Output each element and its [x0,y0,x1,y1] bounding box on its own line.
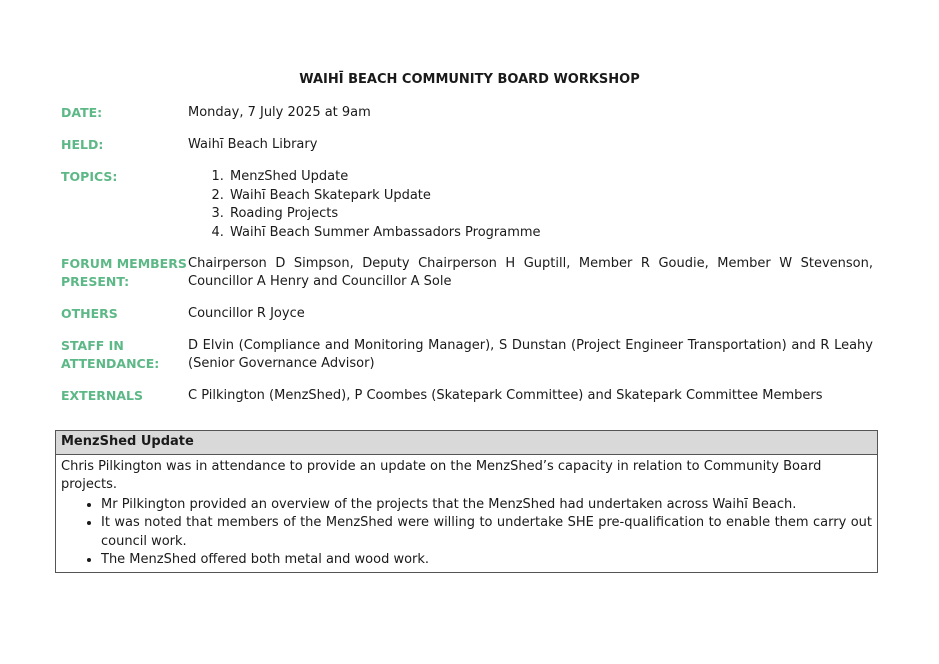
held-row: HELD: Waihī Beach Library [61,136,873,154]
list-item: Mr Pilkington provided an overview of th… [101,496,872,515]
staff-label: STAFF IN ATTENDANCE: [61,338,160,371]
others-value: Councillor R Joyce [188,306,305,321]
topic-item: Waihī Beach Skatepark Update [228,187,873,206]
date-label: DATE: [61,105,103,120]
topics-list: MenzShed Update Waihī Beach Skatepark Up… [188,168,873,242]
list-item: The MenzShed offered both metal and wood… [101,551,872,570]
topic-item: Roading Projects [228,205,873,224]
held-label: HELD: [61,137,104,152]
externals-label: EXTERNALS [61,388,143,403]
section-body: Chris Pilkington was in attendance to pr… [56,455,877,572]
others-label: OTHERS [61,306,118,321]
section-intro: Chris Pilkington was in attendance to pr… [61,458,822,493]
section-heading: MenzShed Update [56,431,877,455]
held-value: Waihī Beach Library [188,137,318,152]
forum-members-label: FORUM MEMBERS PRESENT: [61,256,187,289]
topics-row: TOPICS: MenzShed Update Waihī Beach Skat… [61,168,873,242]
forum-members-value: Chairperson D Simpson, Deputy Chairperso… [188,256,873,289]
document-title: WAIHĪ BEACH COMMUNITY BOARD WORKSHOP [299,72,640,87]
externals-value: C Pilkington (MenzShed), P Coombes (Skat… [188,388,823,403]
section-bullets: Mr Pilkington provided an overview of th… [61,496,872,570]
menzshed-section: MenzShed Update Chris Pilkington was in … [55,430,878,573]
topic-item: Waihī Beach Summer Ambassadors Programme [228,224,873,243]
externals-row: EXTERNALS C Pilkington (MenzShed), P Coo… [61,387,873,405]
list-item: It was noted that members of the MenzShe… [101,514,872,551]
forum-members-row: FORUM MEMBERS PRESENT: Chairperson D Sim… [61,255,873,291]
staff-value: D Elvin (Compliance and Monitoring Manag… [188,338,873,371]
topics-value: MenzShed Update Waihī Beach Skatepark Up… [188,168,873,242]
others-row: OTHERS Councillor R Joyce [61,305,873,323]
topic-item: MenzShed Update [228,168,873,187]
date-row: DATE: Monday, 7 July 2025 at 9am [61,104,873,122]
date-value: Monday, 7 July 2025 at 9am [188,105,371,120]
staff-row: STAFF IN ATTENDANCE: D Elvin (Compliance… [61,337,873,373]
topics-label: TOPICS: [61,169,118,184]
